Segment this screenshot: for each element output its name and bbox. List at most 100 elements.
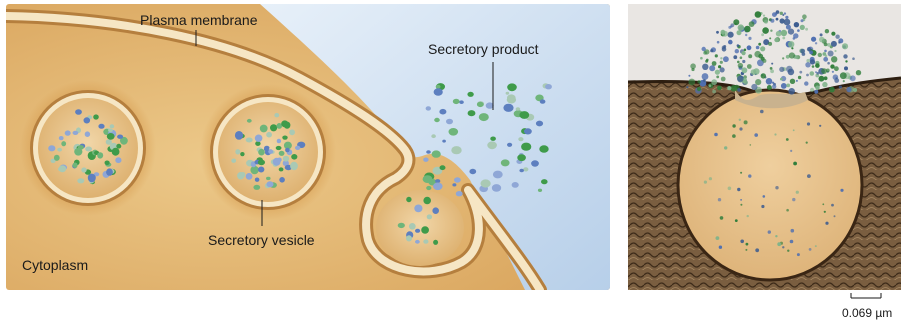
micrograph-particle [786, 25, 791, 30]
secretory-granule [78, 145, 84, 150]
micrograph-particle [836, 77, 838, 79]
micrograph-particle [739, 127, 742, 130]
secretory-vesicle-middle [200, 84, 336, 220]
secretory-granule [469, 169, 476, 174]
secretory-granule [423, 197, 431, 204]
micrograph-particle [703, 79, 706, 82]
micrograph-particle [791, 47, 793, 49]
micrograph-particle [774, 133, 776, 135]
secretory-granule [88, 174, 96, 183]
secretory-granule [240, 152, 244, 156]
secretory-granule [426, 150, 431, 154]
secretory-granule [423, 158, 428, 162]
micrograph-particle [786, 138, 789, 141]
micrograph-particle [732, 124, 735, 127]
micrograph-particle [762, 27, 769, 34]
micrograph-particle [795, 56, 798, 59]
micrograph-particle [769, 37, 771, 39]
micrograph-particle [768, 42, 772, 46]
secretory-granule [283, 156, 289, 162]
secretory-granule [492, 184, 501, 192]
micrograph-particle [748, 37, 751, 40]
micrograph-particle [789, 52, 795, 58]
micrograph-particle [785, 16, 788, 19]
micrograph-particle [764, 20, 768, 24]
secretory-granule [449, 128, 459, 136]
micrograph-particle [737, 44, 740, 47]
micrograph-particle [801, 19, 804, 22]
secretory-granule [434, 88, 443, 95]
micrograph-particle [856, 70, 861, 75]
micrograph-particle [748, 54, 752, 58]
micrograph-particle [704, 181, 707, 184]
secretory-granule [414, 205, 422, 213]
micrograph-particle [807, 174, 811, 178]
secretory-granule [235, 131, 243, 140]
micrograph-particle [745, 34, 747, 36]
micrograph-particle [717, 86, 722, 91]
secretory-granule [81, 167, 86, 172]
micrograph-particle [758, 43, 761, 46]
micrograph-particle [768, 230, 771, 233]
micrograph-particle [716, 31, 719, 34]
micrograph-particle [744, 120, 748, 124]
micrograph-particle [762, 59, 766, 63]
micrograph-particle [842, 43, 848, 49]
secretory-granule [451, 146, 461, 154]
micrograph-particle [766, 78, 773, 85]
micrograph-particle [756, 46, 760, 50]
secretory-granule [517, 154, 526, 161]
micrograph-particle [792, 198, 795, 201]
secretory-granule [273, 158, 281, 166]
secretory-granule [98, 124, 104, 129]
micrograph-particle [738, 63, 743, 68]
secretory-granule [415, 240, 420, 244]
micrograph-particle [709, 84, 712, 87]
micrograph-particle [761, 73, 766, 78]
micrograph-particle [834, 215, 836, 217]
micrograph-particle [780, 18, 785, 23]
secretory-granule [503, 104, 513, 112]
micrograph-particle [688, 75, 690, 77]
micrograph-particle [755, 79, 761, 85]
secretory-granule [255, 178, 260, 182]
micrograph-particle [755, 11, 762, 18]
micrograph-particle [711, 79, 717, 85]
micrograph-particle [786, 84, 790, 88]
secretory-granule [456, 191, 463, 196]
micrograph-particle [825, 222, 828, 225]
secretory-granule [439, 109, 446, 115]
scale-bar: 0.069 µm [842, 293, 892, 320]
micrograph-particle [702, 73, 709, 80]
secretory-granule [267, 181, 274, 187]
secretory-granule [84, 117, 91, 123]
micrograph-particle [702, 64, 708, 70]
micrograph-particle [822, 203, 824, 205]
micrograph-particle [738, 24, 744, 30]
illustration-panel: Plasma membrane Secretory product Secret… [6, 4, 610, 290]
micrograph-particle [710, 49, 713, 52]
micrograph-particle [745, 249, 747, 251]
micrograph-particle [790, 240, 794, 244]
secretory-granule [545, 84, 552, 89]
secretory-product-label: Secretory product [428, 41, 539, 57]
scale-bar-label: 0.069 µm [842, 306, 892, 320]
secretory-granule [516, 107, 521, 111]
secretory-granule [435, 179, 440, 183]
micrograph-particle [737, 30, 742, 35]
secretory-granule [426, 186, 431, 190]
secretory-granule [85, 131, 90, 137]
micrograph-particle [763, 15, 765, 17]
micrograph-particle [832, 71, 834, 73]
secretory-granule [440, 165, 446, 170]
micrograph-particle [758, 54, 763, 59]
secretory-granule [255, 141, 260, 146]
micrograph-particle [823, 57, 828, 62]
micrograph-particle [782, 37, 785, 40]
micrograph-particle [828, 51, 834, 57]
secretory-granule [518, 137, 523, 141]
micrograph-particle [735, 49, 739, 53]
secretory-granule [531, 160, 539, 166]
fusing-vesicle [376, 190, 464, 266]
micrograph-particle [715, 54, 718, 57]
